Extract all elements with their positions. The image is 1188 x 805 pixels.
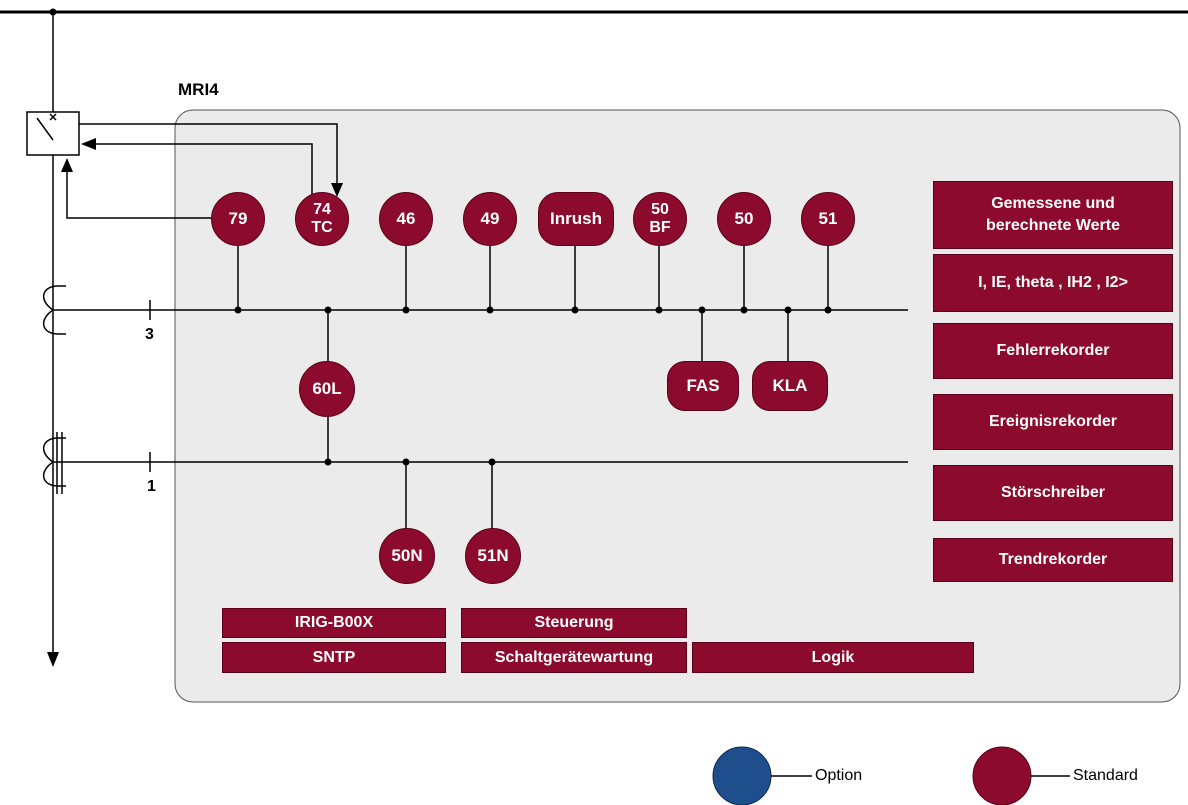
feeder-arrow — [47, 652, 59, 667]
function-fas: FAS — [667, 361, 739, 411]
box-schaltgeraete: Schaltgerätewartung — [461, 642, 687, 673]
legend-standard-label: Standard — [1073, 767, 1138, 784]
node-51 — [824, 306, 832, 314]
box-event-recorder: Ereignisrekorder — [933, 394, 1173, 450]
function-60l: 60L — [299, 361, 355, 417]
node-kla — [784, 306, 792, 314]
bus-nodes — [234, 306, 832, 466]
supervision-arrow-out — [331, 183, 343, 197]
device-title: MRI4 — [178, 80, 219, 99]
function-50bf: 50 BF — [633, 192, 687, 246]
box-trend-recorder: Trendrekorder — [933, 538, 1173, 582]
top-drop-lines — [237, 245, 829, 530]
function-49: 49 — [463, 192, 517, 246]
box-sntp: SNTP — [222, 642, 446, 673]
function-51n: 51N — [465, 528, 521, 584]
node-50 — [740, 306, 748, 314]
node-60l — [324, 306, 332, 314]
supervision-line-out — [79, 123, 338, 184]
supervision-arrow-in — [81, 138, 96, 150]
ground-ct-label: 1 — [147, 478, 156, 495]
legend-standard-circle — [972, 746, 1032, 805]
box-steuerung: Steuerung — [461, 608, 687, 638]
function-inrush: Inrush — [538, 192, 614, 246]
function-46: 46 — [379, 192, 433, 246]
breaker-box — [26, 111, 80, 156]
supervision-line-in — [96, 143, 313, 196]
trip-arrow-79 — [61, 158, 73, 172]
function-50n: 50N — [379, 528, 435, 584]
box-fault-recorder: Fehlerrekorder — [933, 323, 1173, 379]
node-51n — [488, 458, 496, 466]
node-50bf — [655, 306, 663, 314]
box-disturbance-recorder: Störschreiber — [933, 465, 1173, 521]
box-irig: IRIG-B00X — [222, 608, 446, 638]
node-79 — [234, 306, 242, 314]
breaker-cross-b — [49, 113, 57, 121]
node-50n — [402, 458, 410, 466]
legend-option-label: Option — [815, 767, 863, 784]
node-49 — [486, 306, 494, 314]
node-60l-ground — [324, 458, 332, 466]
node-inrush — [571, 306, 579, 314]
node-46 — [402, 306, 410, 314]
function-51: 51 — [801, 192, 855, 246]
legend-option-circle — [712, 746, 772, 805]
box-logik: Logik — [692, 642, 974, 673]
function-50: 50 — [717, 192, 771, 246]
phase-ct-label: 3 — [145, 326, 154, 343]
node-fas — [698, 306, 706, 314]
function-74tc: 74 TC — [295, 192, 349, 246]
trip-line-79 — [66, 170, 235, 219]
function-79: 79 — [211, 192, 265, 246]
box-measured-list: I, IE, theta , IH2 , I2> — [933, 254, 1173, 312]
function-kla: KLA — [752, 361, 828, 411]
box-measured-values: Gemessene und berechnete Werte — [933, 181, 1173, 249]
breaker-switch — [36, 117, 54, 141]
